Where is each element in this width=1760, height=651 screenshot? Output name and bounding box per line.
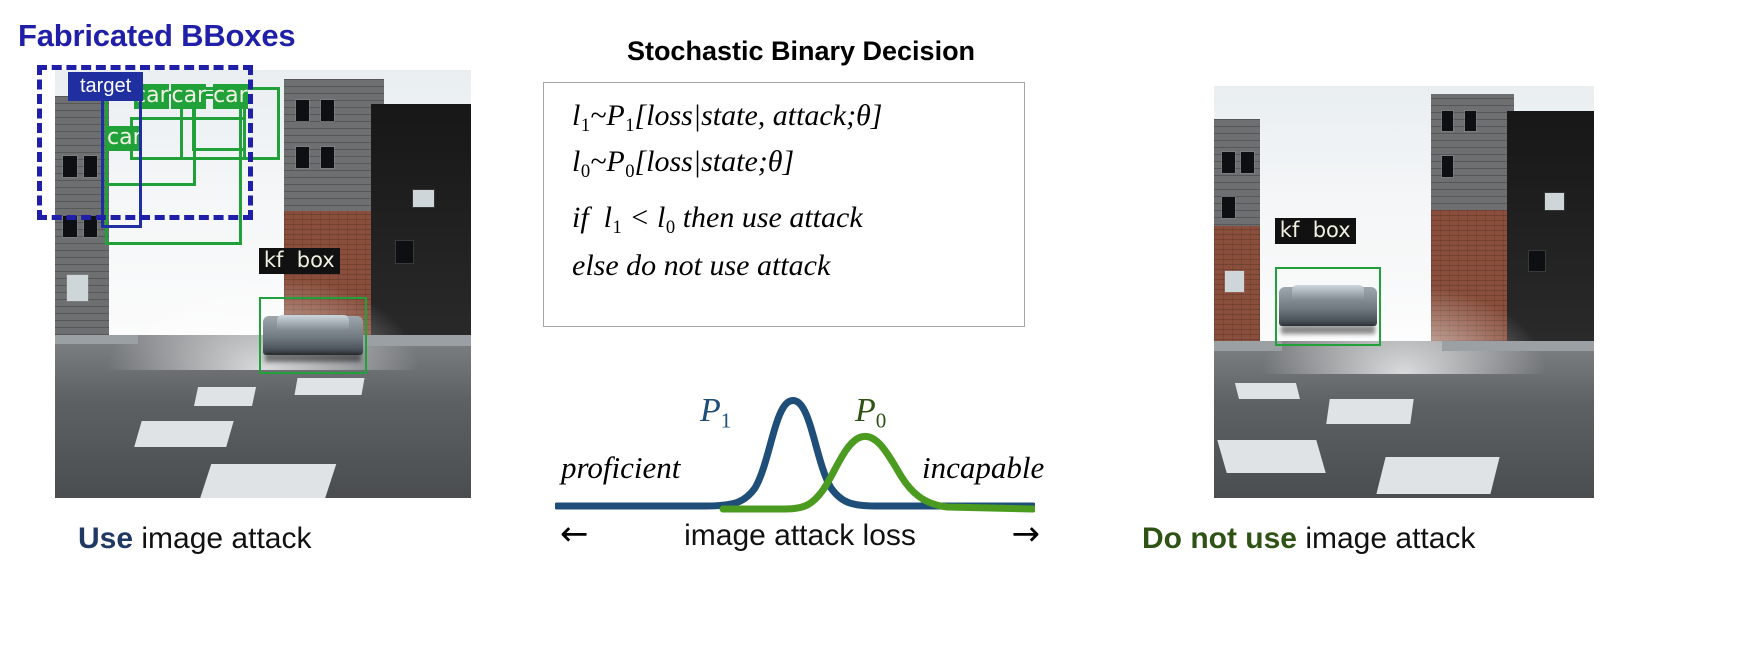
car-object xyxy=(263,305,363,365)
fabricated-region-dashed xyxy=(37,65,253,220)
window xyxy=(396,241,413,263)
p1-curve xyxy=(555,397,1035,510)
stochastic-binary-decision-title: Stochastic Binary Decision xyxy=(626,36,976,66)
curb-left xyxy=(1214,341,1283,351)
crosswalk-stripe xyxy=(1376,456,1500,494)
window xyxy=(1221,151,1235,173)
building-upper-right xyxy=(283,78,384,220)
detection-label: car xyxy=(171,82,207,109)
window xyxy=(84,155,98,177)
left-caption-bold: Use xyxy=(78,522,134,555)
formula-box: l1~P1[loss|state, attack;θ] l0~P0[loss|s… xyxy=(543,82,1025,327)
window xyxy=(1464,110,1477,132)
window xyxy=(296,147,309,169)
distribution-svg xyxy=(555,397,1035,513)
fabricated-bboxes-title: Fabricated BBoxes xyxy=(18,18,296,53)
kf-bbox xyxy=(1274,267,1382,346)
window-lit xyxy=(412,189,434,207)
curb-left xyxy=(55,335,139,344)
crosswalk-stripe xyxy=(198,463,336,498)
right-caption: Do not use image attack xyxy=(1142,522,1475,556)
window xyxy=(1240,151,1254,173)
window-lit xyxy=(1225,271,1245,292)
left-scene-image: car car car car kf box xyxy=(55,70,471,498)
right-caption-bold: Do not use xyxy=(1142,522,1297,555)
distribution-plot xyxy=(555,380,1035,515)
detection-label: car xyxy=(107,124,142,151)
target-label: target xyxy=(68,72,144,101)
window xyxy=(63,155,77,177)
crosswalk-stripe xyxy=(1234,382,1300,400)
kf-box-label: kf box xyxy=(258,247,340,275)
window xyxy=(1529,250,1545,272)
right-caption-rest: image attack xyxy=(1297,522,1476,555)
window xyxy=(321,99,334,122)
left-caption: Use image attack xyxy=(78,522,311,556)
curb-right xyxy=(296,335,471,346)
window xyxy=(84,215,98,237)
window xyxy=(1221,197,1235,218)
window-lit xyxy=(1544,193,1564,210)
formula-line-l0: l0~P0[loss|state;θ] xyxy=(572,145,795,182)
kf-box-label: kf box xyxy=(1274,217,1356,245)
window xyxy=(63,215,77,237)
left-caption-rest: image attack xyxy=(133,522,312,555)
crosswalk-stripe xyxy=(294,378,365,396)
axis-row: ← image attack loss → xyxy=(560,517,1040,561)
kf-bbox xyxy=(258,296,367,374)
crosswalk-stripe xyxy=(194,386,257,406)
arrow-right-icon: → xyxy=(1011,514,1041,554)
detection-label: car xyxy=(213,82,248,109)
window xyxy=(1442,110,1454,132)
axis-label: image attack loss xyxy=(684,519,916,552)
right-scene-image: kf box xyxy=(1214,86,1594,498)
incapable-label: incapable xyxy=(922,450,1045,485)
curb-right xyxy=(1442,341,1594,352)
p1-curve-label: P1 xyxy=(700,392,732,433)
formula-line-l1: l1~P1[loss|state, attack;θ] xyxy=(572,99,883,136)
formula-line-if: if l1 < l0 then use attack xyxy=(572,201,863,238)
window xyxy=(321,147,334,169)
window xyxy=(296,99,309,122)
crosswalk-stripe xyxy=(1326,399,1414,424)
window xyxy=(1442,156,1454,177)
formula-line-else: else do not use attack xyxy=(572,249,831,282)
proficient-label: proficient xyxy=(561,450,681,485)
arrow-left-icon: ← xyxy=(560,514,589,554)
p0-curve-label: P0 xyxy=(855,392,887,433)
car-object xyxy=(1278,276,1378,338)
window-lit xyxy=(67,275,89,302)
crosswalk-stripe xyxy=(1216,440,1326,474)
p0-curve xyxy=(719,432,1035,513)
crosswalk-stripe xyxy=(134,420,234,447)
